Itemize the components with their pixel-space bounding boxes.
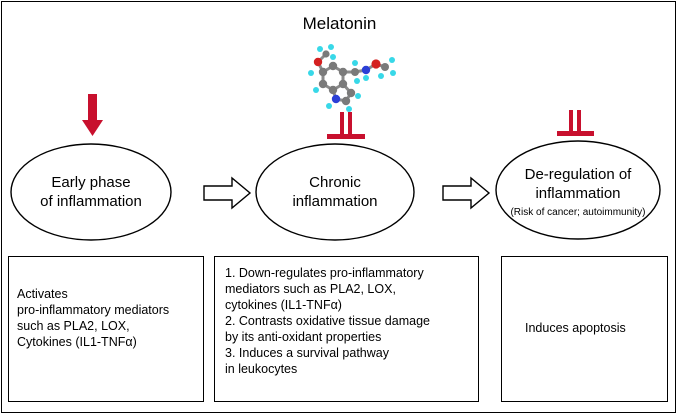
progression-arrow-2-icon [442, 176, 491, 210]
diagram-title: Melatonin [302, 14, 377, 33]
effect-box-early: Activates pro-inflammatory mediators suc… [8, 256, 204, 402]
effect-line: mediators such as PLA2, LOX, [225, 282, 396, 296]
effect-line: by its anti-oxidant properties [225, 330, 382, 344]
effect-line: cytokines (IL1-TNFα) [225, 298, 342, 312]
phase-label-line: inflammation [292, 193, 378, 210]
phase-ellipse-chronic [255, 143, 415, 241]
effect-line: such as PLA2, LOX, [17, 319, 130, 333]
effect-line: in leukocytes [225, 362, 298, 376]
effect-line: 1. Down-regulates pro-inflammatory [225, 266, 424, 280]
phase-ellipse-deregulation [495, 140, 661, 240]
inhibition-bar-chronic-icon [327, 112, 365, 139]
effect-line: 2. Contrasts oxidative tissue damage [225, 314, 430, 328]
progression-arrow-1-icon [203, 176, 252, 210]
effect-line: Activates [17, 287, 68, 301]
inhibition-bar-deregulation-icon [557, 110, 594, 136]
phase-ellipse-early [10, 143, 172, 241]
phase-label-line: Chronic [309, 174, 361, 191]
phase-label-early: Early phase of inflammation [11, 173, 171, 211]
effect-line: 3. Induces a survival pathway [225, 346, 389, 360]
effect-line: Cytokines (IL1-TNFα) [17, 335, 137, 349]
phase-label-line: De-regulation of [524, 166, 632, 183]
effect-box-deregulation: Induces apoptosis [501, 256, 668, 402]
phase-label-deregulation: De-regulation of inflammation (Risk of c… [496, 165, 660, 219]
activation-arrow-icon [82, 94, 103, 136]
melatonin-molecule-icon [308, 44, 396, 112]
effect-line: Induces apoptosis [525, 321, 626, 335]
phase-label-line: inflammation [535, 185, 621, 202]
phase-label-line: of inflammation [40, 193, 142, 210]
effect-box-chronic: 1. Down-regulates pro-inflammatory media… [214, 256, 479, 402]
phase-note: (Risk of cancer; autoimmunity) [510, 207, 646, 218]
effect-line: pro-inflammatory mediators [17, 303, 170, 317]
phase-label-chronic: Chronic inflammation [256, 173, 414, 211]
phase-label-line: Early phase [51, 174, 131, 191]
